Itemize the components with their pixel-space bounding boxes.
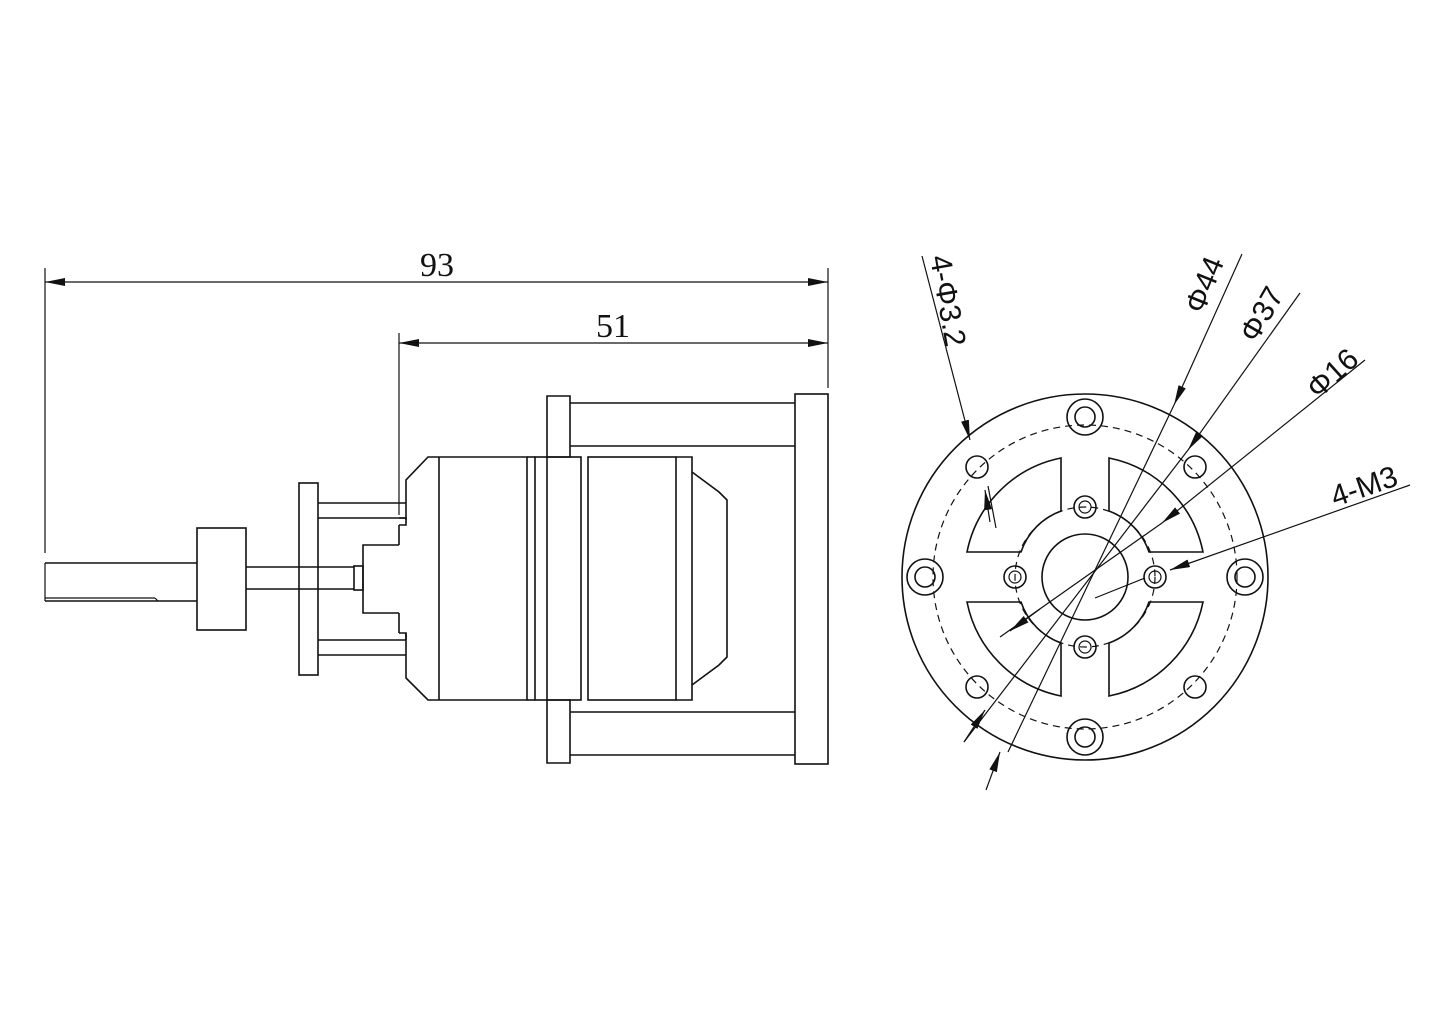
mount-plate (546, 395, 571, 764)
leader-bolt-circle: Φ37 (963, 281, 1301, 743)
shaft-collar (196, 527, 247, 631)
thread-pitch-circle (1014, 506, 1156, 648)
frame-rails (570, 402, 795, 756)
arc-slots (966, 457, 1204, 697)
thread-holes-label: 4-M3 (1327, 460, 1402, 513)
overall-length-label: 93 (420, 247, 454, 284)
pilot-boss (362, 525, 400, 633)
inner-circle-label: Φ16 (1301, 342, 1366, 405)
leader-thread-holes: 4-M3 (1094, 460, 1411, 599)
center-hub-circle (1041, 533, 1129, 621)
rear-end-plate (794, 393, 829, 765)
dimension-body-length: 51 (398, 308, 828, 515)
middle-plate (527, 456, 582, 701)
mount-holes (965, 455, 1207, 699)
front-flange (298, 482, 319, 676)
outer-diameter-label: Φ44 (1179, 252, 1231, 318)
front-view: 4-Φ3.2 Φ44 Φ37 Φ16 4-M3 (901, 252, 1411, 791)
gearbox-housing (405, 456, 528, 701)
motor-body (587, 456, 728, 701)
standoff-rods (318, 502, 407, 656)
leader-mount-holes: 4-Φ3.2 (921, 252, 997, 529)
thin-shaft (246, 565, 364, 591)
m3-holes (1003, 495, 1167, 659)
mount-holes-label: 4-Φ3.2 (923, 252, 972, 349)
leader-outer-diameter: Φ44 (985, 252, 1243, 791)
side-view: 93 51 (44, 247, 829, 765)
body-length-label: 51 (596, 308, 630, 345)
bolt-circle-label: Φ37 (1233, 281, 1290, 347)
output-shaft (44, 562, 197, 602)
dimension-overall-length: 93 (44, 247, 829, 553)
bolt-circle (932, 424, 1238, 730)
counterbore-holes (906, 398, 1264, 756)
outer-flange-circle (901, 393, 1269, 761)
